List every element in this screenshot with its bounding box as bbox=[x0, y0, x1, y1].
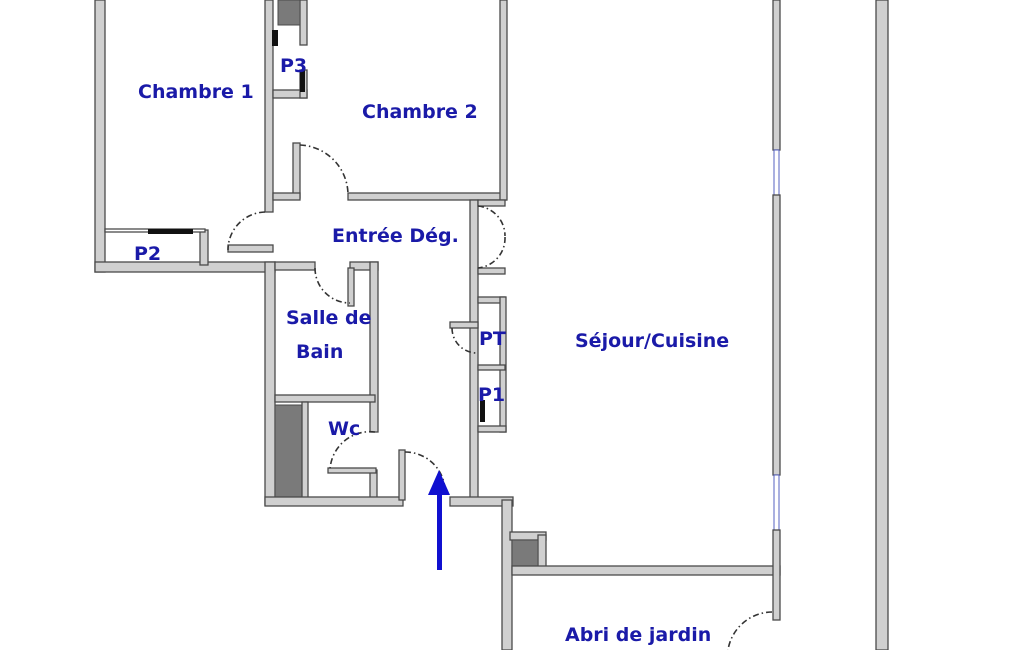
room-label-p3: P3 bbox=[280, 55, 308, 77]
room-label-p1: P1 bbox=[478, 384, 506, 406]
room-label-pt: PT bbox=[479, 328, 506, 350]
walls bbox=[94, 0, 889, 650]
entry-arrow bbox=[428, 470, 450, 570]
room-label-chambre2: Chambre 2 bbox=[362, 101, 478, 123]
room-label-salle-de-bain-line2: Bain bbox=[296, 341, 344, 363]
room-label-sejour: Séjour/Cuisine bbox=[575, 330, 730, 352]
room-label-chambre1: Chambre 1 bbox=[138, 81, 254, 103]
room-label-salle-de-bain-line1: Salle de bbox=[286, 307, 372, 329]
room-label-wc: Wc bbox=[328, 418, 361, 440]
room-label-p2: P2 bbox=[134, 243, 162, 265]
room-label-entree: Entrée Dég. bbox=[332, 225, 459, 247]
room-label-abri: Abri de jardin bbox=[565, 624, 712, 646]
